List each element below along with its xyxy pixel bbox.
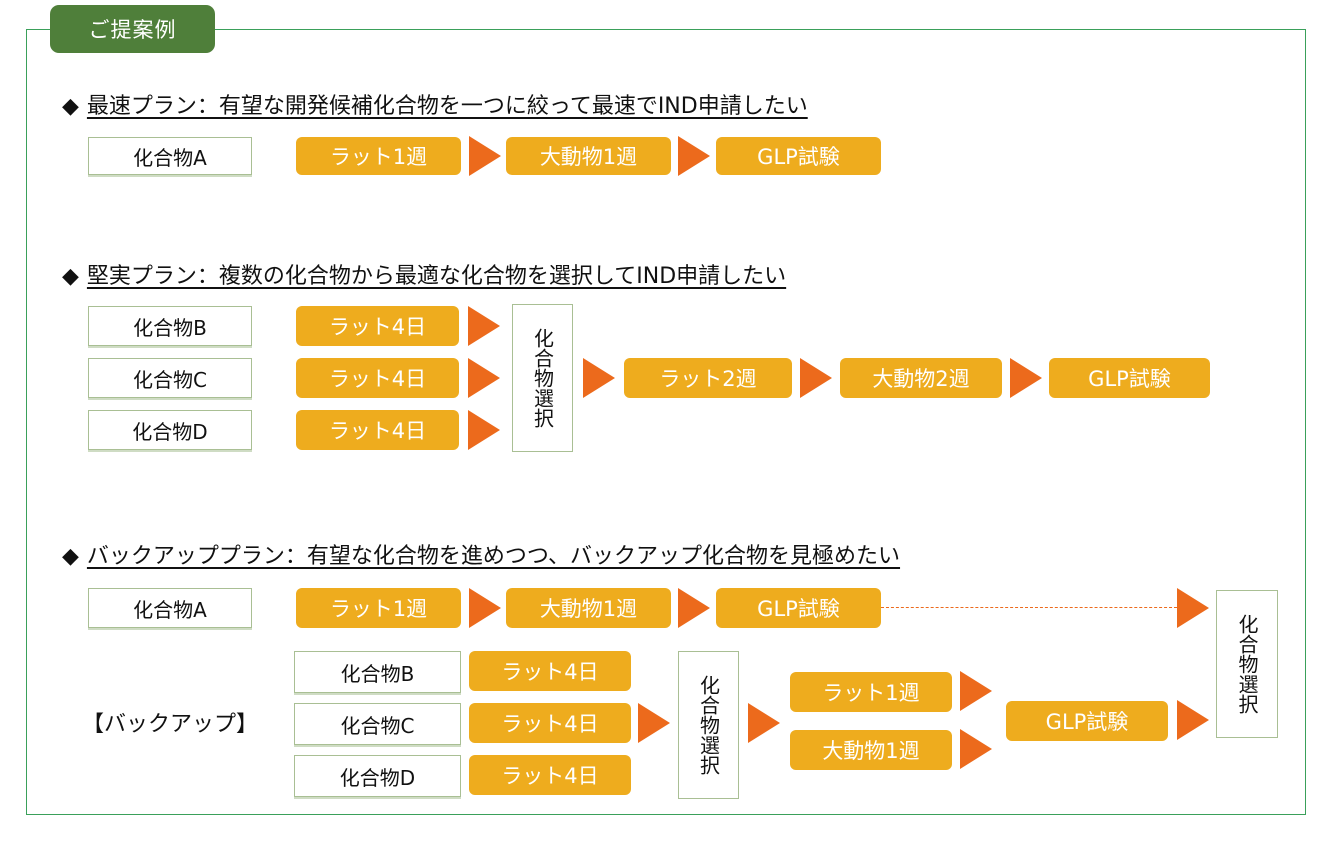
plan-1-step-1: ラット1週	[296, 137, 461, 175]
arrow-icon	[468, 358, 500, 398]
arrow-icon	[1010, 358, 1042, 398]
plan-2-step-2: 大動物2週	[840, 358, 1002, 398]
plan-3-compound-a: 化合物A	[88, 588, 252, 628]
plan-2-heading: ◆ 堅実プラン：複数の化合物から最適な化合物を選択してIND申請したい	[62, 258, 786, 290]
diamond-icon: ◆	[62, 264, 79, 289]
plan-3-heading: ◆ バックアッププラン：有望な化合物を進めつつ、バックアップ化合物を見極めたい	[62, 538, 900, 570]
arrow-icon	[800, 358, 832, 398]
plan-3-final-selection: 化合物選択	[1216, 590, 1278, 738]
arrow-icon	[960, 671, 992, 711]
plan-1-step-3: GLP試験	[716, 137, 881, 175]
plan-2-screen-d: ラット4日	[296, 410, 459, 450]
backup-compound-b: 化合物B	[294, 651, 461, 693]
arrow-icon	[583, 358, 615, 398]
title-badge: ご提案例	[50, 5, 215, 53]
plan-2-screen-c: ラット4日	[296, 358, 459, 398]
arrow-icon	[469, 136, 501, 176]
backup-compound-c: 化合物C	[294, 703, 461, 745]
backup-compound-d: 化合物D	[294, 755, 461, 797]
backup-final-step: GLP試験	[1006, 701, 1168, 741]
plan-2-compound-b: 化合物B	[88, 306, 252, 346]
plan-2-step-1: ラット2週	[624, 358, 792, 398]
plan-2-selection: 化合物選択	[512, 304, 573, 452]
plan-2-compound-d: 化合物D	[88, 410, 252, 450]
backup-selection: 化合物選択	[678, 651, 739, 799]
backup-screen-c: ラット4日	[469, 703, 631, 743]
plan-1-heading: ◆ 最速プラン：有望な開発候補化合物を一つに絞って最速でIND申請したい	[62, 88, 808, 120]
arrow-icon	[678, 588, 710, 628]
plan-1-compound: 化合物A	[88, 137, 252, 175]
plan-2-step-3: GLP試験	[1049, 358, 1210, 398]
plan-3-step-1: ラット1週	[296, 588, 461, 628]
arrow-icon	[748, 703, 780, 743]
arrow-icon	[469, 588, 501, 628]
arrow-icon	[468, 306, 500, 346]
plan-3-step-3: GLP試験	[716, 588, 881, 628]
backup-screen-d: ラット4日	[469, 755, 631, 795]
plan-3-heading-text: バックアッププラン：有望な化合物を進めつつ、バックアップ化合物を見極めたい	[86, 544, 901, 569]
plan-1-step-2: 大動物1週	[506, 137, 671, 175]
diamond-icon: ◆	[62, 94, 79, 119]
dashed-connector	[881, 607, 1177, 608]
arrow-icon	[1177, 588, 1209, 628]
plan-3-step-2: 大動物1週	[506, 588, 671, 628]
arrow-icon	[638, 703, 670, 743]
arrow-icon	[678, 136, 710, 176]
arrow-icon	[960, 729, 992, 769]
arrow-icon	[468, 410, 500, 450]
plan-1-heading-text: 最速プラン：有望な開発候補化合物を一つに絞って最速でIND申請したい	[86, 94, 808, 119]
arrow-icon	[1177, 700, 1209, 740]
backup-label: 【バックアップ】	[82, 712, 259, 737]
backup-parallel-step-1: ラット1週	[790, 672, 952, 712]
plan-2-heading-text: 堅実プラン：複数の化合物から最適な化合物を選択してIND申請したい	[86, 264, 787, 289]
plan-2-compound-c: 化合物C	[88, 358, 252, 398]
plan-2-screen-b: ラット4日	[296, 306, 459, 346]
diamond-icon: ◆	[62, 544, 79, 569]
proposal-frame	[26, 29, 1306, 815]
backup-parallel-step-2: 大動物1週	[790, 730, 952, 770]
backup-screen-b: ラット4日	[469, 651, 631, 691]
